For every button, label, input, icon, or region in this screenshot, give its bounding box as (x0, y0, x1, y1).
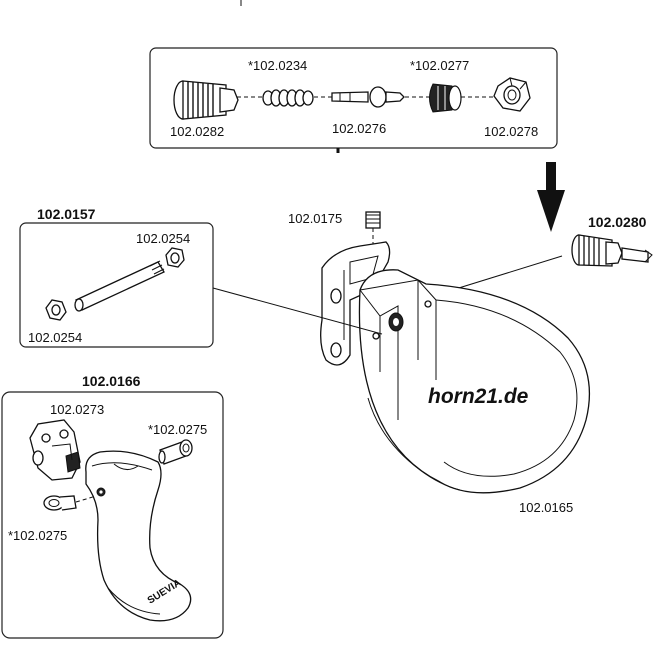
label-rod-nut-bottom: 102.0254 (28, 330, 82, 345)
label-top-0282: 102.0282 (170, 124, 224, 139)
label-bowl-0165: 102.0165 (519, 500, 573, 515)
label-bracket-0273: 102.0273 (50, 402, 104, 417)
pin-right-part (158, 439, 193, 465)
spring-part (262, 89, 314, 107)
rod-parts-frame (19, 222, 214, 348)
rod-parts-box: 102.0254 102.0254 (19, 222, 214, 348)
label-nipple-0175: 102.0175 (288, 211, 342, 226)
label-valve-0280: 102.0280 (588, 214, 647, 230)
hex-nut-part (493, 77, 531, 112)
label-pin-0275-right: *102.0275 (148, 422, 207, 437)
valve-pin-part (331, 86, 405, 108)
drinking-bowl (320, 241, 591, 494)
valve-parts-frame (149, 47, 558, 149)
paddle-parts-frame (1, 391, 224, 639)
pin-left-part (43, 495, 97, 511)
bracket-part (29, 419, 81, 481)
paddle-part: SUEVIA (85, 450, 192, 622)
rod-nut-top-part (165, 247, 185, 268)
down-arrow (537, 162, 565, 232)
label-top-0234: *102.0234 (248, 58, 307, 73)
label-group-0157: 102.0157 (37, 206, 96, 222)
label-top-0276: 102.0276 (332, 121, 386, 136)
rod-nut-bottom-part (45, 299, 67, 321)
watermark: horn21.de (428, 385, 529, 408)
valve-parts-box: *102.0234 *102.0277 102.0282 102.0276 10… (149, 47, 558, 153)
label-pin-0275-left: *102.0275 (8, 528, 67, 543)
label-top-0278: 102.0278 (484, 124, 538, 139)
paddle-parts-box: 102.0273 SUEVIA *102.0275 *102.0275 (1, 391, 224, 639)
label-group-0166: 102.0166 (82, 373, 141, 389)
label-top-0277: *102.0277 (410, 58, 469, 73)
rod-leader-line (212, 287, 383, 335)
valve-assembly-part (571, 234, 653, 267)
axle-rod-part (74, 260, 165, 312)
label-rod-nut-top: 102.0254 (136, 231, 190, 246)
rubber-seal-part (429, 83, 462, 113)
threaded-sleeve-part (173, 80, 239, 120)
